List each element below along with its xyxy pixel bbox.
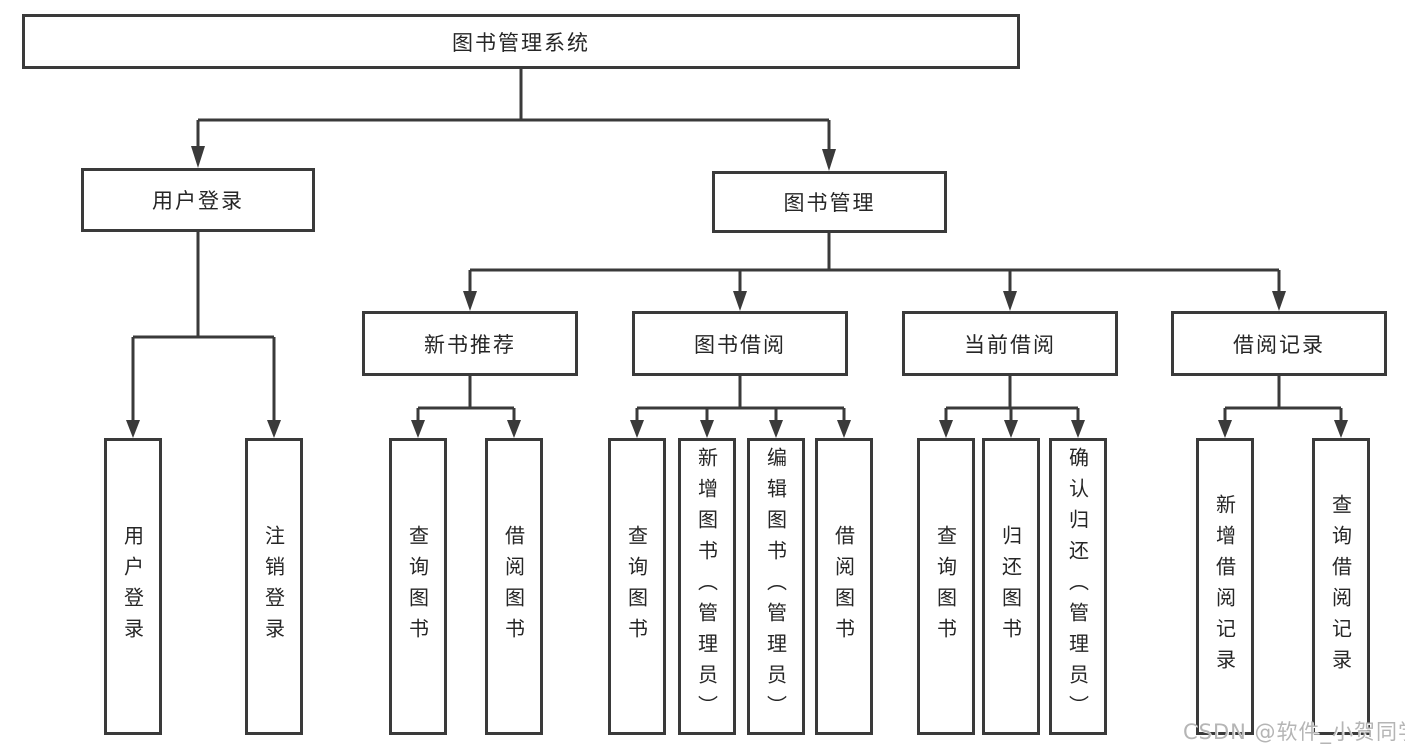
node-label: 新增图书（管理员） <box>694 447 719 726</box>
node-label: 编辑图书（管理员） <box>763 447 788 726</box>
node-label: 确认归还（管理员） <box>1065 447 1090 726</box>
node-label: 当前借阅 <box>964 332 1056 357</box>
leaf-confirm-return-admin: 确认归还（管理员） <box>1049 438 1107 735</box>
node-label: 借阅图书 <box>501 524 526 649</box>
node-current-borrow: 当前借阅 <box>902 311 1118 376</box>
node-book-borrow: 图书借阅 <box>632 311 848 376</box>
leaf-query-books-current: 查询图书 <box>917 438 975 735</box>
node-label: 用户登录 <box>120 524 145 649</box>
node-new-book-recommend: 新书推荐 <box>362 311 578 376</box>
node-label: 图书管理 <box>783 191 876 215</box>
csdn-watermark: CSDN @软件_小贺同学 <box>1183 720 1405 744</box>
leaf-borrow-books: 借阅图书 <box>815 438 873 735</box>
node-label: 图书借阅 <box>694 332 786 357</box>
node-label: 借阅图书 <box>831 524 856 649</box>
node-borrow-records: 借阅记录 <box>1171 311 1387 376</box>
arrowhead-icons <box>126 146 1348 438</box>
node-user-login: 用户登录 <box>81 168 315 232</box>
leaf-borrow-books-recommend: 借阅图书 <box>485 438 543 735</box>
node-label: 查询图书 <box>933 524 958 649</box>
node-label: 查询图书 <box>405 524 430 649</box>
leaf-edit-book-admin: 编辑图书（管理员） <box>747 438 805 735</box>
leaf-query-books-borrow: 查询图书 <box>608 438 666 735</box>
node-label: 新增借阅记录 <box>1212 493 1237 680</box>
leaf-user-login: 用户登录 <box>104 438 162 735</box>
node-book-management: 图书管理 <box>712 171 947 233</box>
node-label: 查询借阅记录 <box>1328 493 1353 680</box>
node-label: 注销登录 <box>261 524 286 649</box>
node-label: 图书管理系统 <box>452 30 590 55</box>
leaf-query-books-recommend: 查询图书 <box>389 438 447 735</box>
leaf-add-book-admin: 新增图书（管理员） <box>678 438 736 735</box>
node-label: 归还图书 <box>998 524 1023 649</box>
node-label: 用户登录 <box>152 189 244 213</box>
leaf-return-book: 归还图书 <box>982 438 1040 735</box>
leaf-add-borrow-record: 新增借阅记录 <box>1196 438 1254 735</box>
node-label: 借阅记录 <box>1233 332 1325 357</box>
node-label: 新书推荐 <box>424 332 516 357</box>
node-label: 查询图书 <box>624 524 649 649</box>
leaf-query-borrow-record: 查询借阅记录 <box>1312 438 1370 735</box>
leaf-logout: 注销登录 <box>245 438 303 735</box>
node-library-management-system: 图书管理系统 <box>22 14 1020 69</box>
